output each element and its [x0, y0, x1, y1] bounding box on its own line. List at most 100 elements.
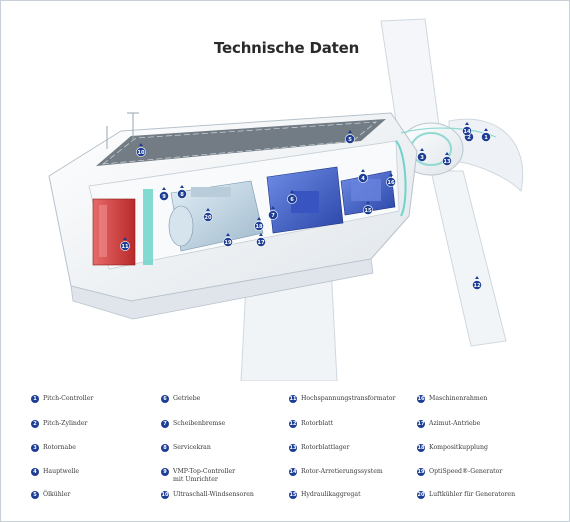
- marker-number: 3: [420, 155, 424, 161]
- legend-item-7: 7 Scheibenbremse: [161, 420, 225, 428]
- legend-number-badge: 15: [289, 491, 297, 499]
- marker-pointer: [389, 173, 393, 176]
- marker-number: 14: [463, 129, 471, 135]
- marker-dot: [472, 280, 482, 290]
- marker-8: 8: [177, 185, 187, 199]
- marker-18: 18: [254, 217, 264, 231]
- marker-13: 13: [442, 152, 452, 166]
- marker-dot: [481, 132, 491, 142]
- legend-label: Scheibenbremse: [173, 420, 226, 427]
- legend-number-badge: 3: [31, 444, 39, 452]
- nacelle-roof: [96, 119, 386, 166]
- marker-6: 6: [287, 190, 297, 204]
- legend-number-badge: 20: [417, 491, 425, 499]
- marker-dot: [268, 210, 278, 220]
- legend-number-badge: 10: [161, 491, 169, 499]
- marker-dot: [136, 147, 146, 157]
- legend-label: Hydraulikaggregat: [301, 491, 361, 498]
- marker-dot: [254, 221, 264, 231]
- legend-number-badge: 16: [417, 395, 425, 403]
- marker-5: 5: [345, 130, 355, 144]
- marker-number: 16: [387, 180, 395, 186]
- marker-9: 9: [159, 187, 169, 201]
- legend-item-15: 15 Hydraulikaggregat: [289, 491, 361, 499]
- marker-dot: [442, 156, 452, 166]
- marker-12: 12: [472, 276, 482, 290]
- nacelle-lower-hull: [70, 258, 374, 320]
- marker-10: 10: [136, 143, 146, 157]
- cooling-duct: [143, 189, 153, 265]
- marker-number: 18: [255, 224, 263, 230]
- marker-11: 11: [120, 237, 130, 251]
- marker-20: 20: [203, 208, 213, 222]
- marker-dot: [462, 126, 472, 136]
- marker-number: 5: [348, 137, 352, 143]
- legend-label: Pitch-Zylinder: [43, 420, 88, 427]
- legend-item-20: 20 Luftkühler für Generatoren: [417, 491, 515, 499]
- marker-dot: [203, 212, 213, 222]
- marker-19: 19: [223, 233, 233, 247]
- legend-item-18: 18 Kompositkupplung: [417, 444, 488, 452]
- marker-dot: [417, 152, 427, 162]
- rotor-blade-bottom: [430, 170, 507, 347]
- legend-label: Rotor-Arretierungssystem: [301, 468, 383, 475]
- marker-1: 1: [481, 128, 491, 142]
- marker-number: 20: [204, 215, 212, 221]
- legend-label: Kompositkupplung: [429, 444, 488, 451]
- legend-number-badge: 19: [417, 468, 425, 476]
- marker-17: 17: [256, 233, 266, 247]
- marker-dot: [223, 237, 233, 247]
- legend-label: Rotorblattlager: [301, 444, 350, 451]
- legend-label: Rotornabe: [43, 444, 76, 451]
- marker-number: 2: [467, 135, 471, 141]
- marker-pointer: [361, 169, 365, 172]
- legend-item-3: 3 Rotornabe: [31, 444, 76, 452]
- marker-number: 4: [361, 176, 365, 182]
- legend-number-badge: 11: [289, 395, 297, 403]
- marker-dot: [256, 237, 266, 247]
- legend-item-11: 11 Hochspannungstransformator: [289, 395, 395, 403]
- marker-dot: [358, 173, 368, 183]
- marker-pointer: [420, 148, 424, 151]
- legend-number-badge: 18: [417, 444, 425, 452]
- marker-pointer: [348, 130, 352, 133]
- legend-number-badge: 7: [161, 420, 169, 428]
- legend-number-badge: 4: [31, 468, 39, 476]
- legend-number-badge: 14: [289, 468, 297, 476]
- marker-4: 4: [358, 169, 368, 183]
- legend-number-badge: 17: [417, 420, 425, 428]
- marker-number: 17: [257, 240, 265, 246]
- legend-label: Maschinenrahmen: [429, 395, 488, 402]
- marker-number: 7: [271, 213, 275, 219]
- legend-label: Rotorblatt: [301, 420, 334, 427]
- marker-pointer: [475, 276, 479, 279]
- legend-label: VMP-Top-Controller mit Umrichter: [173, 468, 236, 483]
- marker-pointer: [180, 185, 184, 188]
- marker-number: 1: [484, 135, 488, 141]
- marker-dot: [159, 191, 169, 201]
- marker-14: 14: [462, 122, 472, 136]
- marker-7: 7: [268, 206, 278, 220]
- marker-number: 8: [180, 192, 184, 198]
- marker-number: 13: [443, 159, 451, 165]
- legend-number-badge: 6: [161, 395, 169, 403]
- legend-item-10: 10 Ultraschall-Windsensoren: [161, 491, 254, 499]
- marker-dot: [120, 241, 130, 251]
- legend-number-badge: 12: [289, 420, 297, 428]
- legend-item-14: 14 Rotor-Arretierungssystem: [289, 468, 383, 476]
- marker-dot: [177, 189, 187, 199]
- legend-label: Luftkühler für Generatoren: [429, 491, 516, 498]
- legend-label: Ultraschall-Windsensoren: [173, 491, 254, 498]
- marker-dot: [287, 194, 297, 204]
- legend-label: Hochspannungstransformator: [301, 395, 396, 402]
